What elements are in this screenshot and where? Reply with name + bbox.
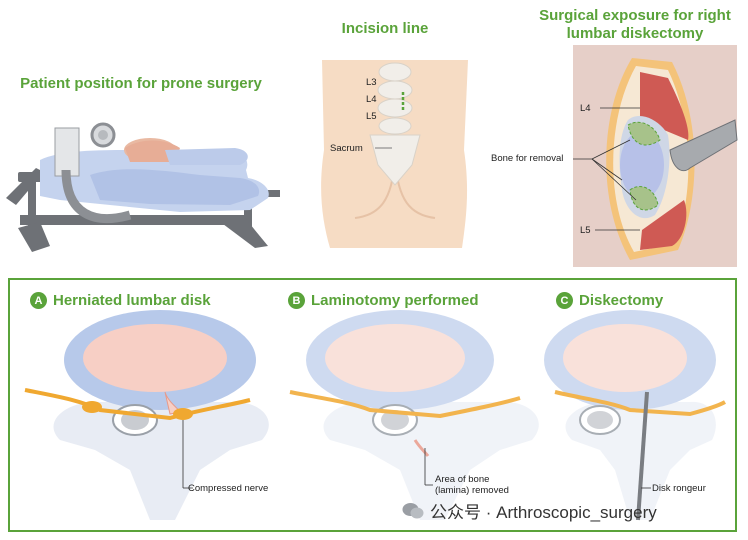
c-arm-support <box>54 122 132 223</box>
label-bone-removed-line1: Area of bone <box>435 474 490 485</box>
exposure-label-l5: L5 <box>580 225 591 236</box>
wechat-icon <box>402 502 424 518</box>
panel-b-title-text: Laminotomy performed <box>311 292 479 309</box>
incision-title: Incision line <box>341 20 429 37</box>
label-l4: L4 <box>366 94 377 105</box>
panel-a-title: A Herniated lumbar disk <box>30 292 211 309</box>
patient-drape <box>40 138 269 212</box>
label-bone-removed: Area of bone (lamina) removed <box>435 474 509 496</box>
surgical-frame <box>6 168 280 252</box>
panel-b-title: B Laminotomy performed <box>288 292 479 309</box>
watermark-text: 公众号 · Arthroscopic_surgery <box>430 503 657 522</box>
badge-a: A <box>30 292 47 309</box>
badge-b: B <box>288 292 305 309</box>
panel-c-title-text: Diskectomy <box>579 292 664 309</box>
panel-c-title: C Diskectomy <box>556 292 663 309</box>
lumbar-vertebrae <box>369 62 421 186</box>
retractor <box>669 119 738 172</box>
label-compressed-nerve: Compressed nerve <box>188 483 269 494</box>
diskectomy-steps-panel <box>8 278 737 532</box>
exposure-title: Surgical exposure for right lumbar diske… <box>522 7 748 43</box>
label-disk-rongeur: Disk rongeur <box>652 483 706 494</box>
label-l3: L3 <box>366 77 377 88</box>
badge-c: C <box>556 292 573 309</box>
label-l5: L5 <box>366 111 377 122</box>
exposure-label-bone: Bone for removal <box>491 153 564 164</box>
label-sacrum: Sacrum <box>330 143 363 154</box>
exposure-title-line1: Surgical exposure for right <box>539 7 731 24</box>
exposure-title-line2: lumbar diskectomy <box>566 25 704 42</box>
watermark: 公众号 · Arthroscopic_surgery <box>402 498 657 523</box>
panel-a-title-text: Herniated lumbar disk <box>53 292 211 309</box>
label-bone-removed-line2: (lamina) removed <box>435 485 509 496</box>
exposure-label-l4: L4 <box>580 103 591 114</box>
patient-position-title: Patient position for prone surgery <box>20 75 262 92</box>
